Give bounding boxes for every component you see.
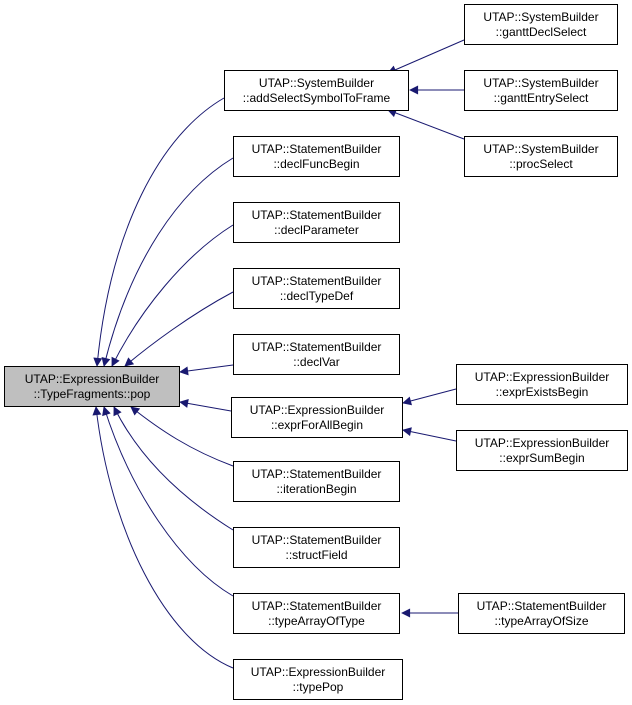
node-exprforallbegin[interactable]: UTAP::ExpressionBuilder ::exprForAllBegi… bbox=[231, 397, 403, 438]
node-line1: UTAP::SystemBuilder bbox=[483, 141, 599, 156]
node-exprexistsbegin[interactable]: UTAP::ExpressionBuilder ::exprExistsBegi… bbox=[456, 364, 628, 405]
node-line2: ::ganttDeclSelect bbox=[495, 24, 587, 39]
node-line2: ::declVar bbox=[293, 354, 340, 369]
node-line2: ::exprExistsBegin bbox=[495, 384, 589, 399]
node-iterationbegin[interactable]: UTAP::StatementBuilder ::iterationBegin bbox=[233, 461, 400, 502]
node-declparameter[interactable]: UTAP::StatementBuilder ::declParameter bbox=[233, 202, 400, 243]
node-ganttdeclselect[interactable]: UTAP::SystemBuilder ::ganttDeclSelect bbox=[464, 4, 618, 45]
node-line2: ::exprSumBegin bbox=[499, 450, 585, 465]
node-line2: ::declTypeDef bbox=[279, 288, 354, 303]
edge-iterationBegin-to-pop bbox=[130, 406, 234, 467]
node-line2: ::structField bbox=[285, 547, 348, 562]
node-line2: ::TypeFragments::pop bbox=[33, 386, 151, 401]
edge-typeArrayOfType-to-pop bbox=[102, 406, 234, 597]
edge-exprSumBegin-to-exprForAllBegin bbox=[402, 427, 457, 442]
edge-declFuncBegin-to-pop bbox=[101, 157, 234, 367]
node-line1: UTAP::ExpressionBuilder bbox=[24, 371, 160, 386]
edge-typePop-to-pop bbox=[92, 406, 234, 669]
edge-structField-to-pop bbox=[113, 406, 234, 531]
node-line1: UTAP::ExpressionBuilder bbox=[250, 664, 386, 679]
node-line1: UTAP::StatementBuilder bbox=[251, 273, 382, 288]
node-line1: UTAP::ExpressionBuilder bbox=[249, 402, 385, 417]
node-line2: ::typeArrayOfType bbox=[268, 613, 365, 628]
node-structfield[interactable]: UTAP::StatementBuilder ::structField bbox=[233, 527, 400, 568]
edge-addSelectSymbolToFrame-to-pop bbox=[93, 97, 225, 367]
node-typepop[interactable]: UTAP::ExpressionBuilder ::typePop bbox=[233, 659, 403, 700]
node-line2: ::addSelectSymbolToFrame bbox=[242, 90, 391, 105]
edge-declVar-to-pop bbox=[179, 364, 234, 376]
edge-declTypeDef-to-pop bbox=[124, 291, 234, 367]
node-typefragments-pop[interactable]: UTAP::ExpressionBuilder ::TypeFragments:… bbox=[4, 366, 180, 407]
node-line2: ::ganttEntrySelect bbox=[493, 90, 589, 105]
node-typearrayofsize[interactable]: UTAP::StatementBuilder ::typeArrayOfSize bbox=[458, 593, 625, 634]
node-declfuncbegin[interactable]: UTAP::StatementBuilder ::declFuncBegin bbox=[233, 136, 400, 177]
node-line1: UTAP::ExpressionBuilder bbox=[474, 369, 610, 384]
node-typearrayoftype[interactable]: UTAP::StatementBuilder ::typeArrayOfType bbox=[233, 593, 400, 634]
node-line1: UTAP::SystemBuilder bbox=[258, 75, 375, 90]
edge-exprExistsBegin-to-exprForAllBegin bbox=[402, 388, 457, 406]
node-line2: ::typePop bbox=[292, 679, 344, 694]
node-line1: UTAP::StatementBuilder bbox=[251, 532, 382, 547]
node-exprsumbegin[interactable]: UTAP::ExpressionBuilder ::exprSumBegin bbox=[456, 430, 628, 471]
node-line2: ::iterationBegin bbox=[276, 481, 357, 496]
node-declvar[interactable]: UTAP::StatementBuilder ::declVar bbox=[233, 334, 400, 375]
node-line2: ::declParameter bbox=[274, 222, 359, 237]
node-line2: ::typeArrayOfSize bbox=[494, 613, 589, 628]
node-line1: UTAP::StatementBuilder bbox=[251, 339, 382, 354]
node-line1: UTAP::StatementBuilder bbox=[251, 141, 382, 156]
node-line1: UTAP::SystemBuilder bbox=[483, 9, 599, 24]
node-line2: ::exprForAllBegin bbox=[270, 417, 364, 432]
node-line1: UTAP::StatementBuilder bbox=[251, 466, 382, 481]
edge-declParameter-to-pop bbox=[111, 224, 234, 367]
node-line1: UTAP::StatementBuilder bbox=[251, 598, 382, 613]
node-addselectsymboltoframe[interactable]: UTAP::SystemBuilder ::addSelectSymbolToF… bbox=[224, 70, 409, 111]
node-line1: UTAP::StatementBuilder bbox=[251, 207, 382, 222]
node-line2: ::procSelect bbox=[509, 156, 573, 171]
node-line2: ::declFuncBegin bbox=[273, 156, 360, 171]
node-line1: UTAP::StatementBuilder bbox=[476, 598, 607, 613]
node-procselect[interactable]: UTAP::SystemBuilder ::procSelect bbox=[464, 136, 618, 177]
edge-exprForAllBegin-to-pop bbox=[179, 398, 232, 412]
node-line1: UTAP::SystemBuilder bbox=[483, 75, 599, 90]
node-line1: UTAP::ExpressionBuilder bbox=[474, 435, 610, 450]
node-gantentryselect[interactable]: UTAP::SystemBuilder ::ganttEntrySelect bbox=[464, 70, 618, 111]
edge-procSelect-to-addSelectSymbolToFrame bbox=[387, 108, 465, 140]
node-decltypedef[interactable]: UTAP::StatementBuilder ::declTypeDef bbox=[233, 268, 400, 309]
edge-ganttDeclSelect-to-addSelectSymbolToFrame bbox=[387, 39, 465, 74]
